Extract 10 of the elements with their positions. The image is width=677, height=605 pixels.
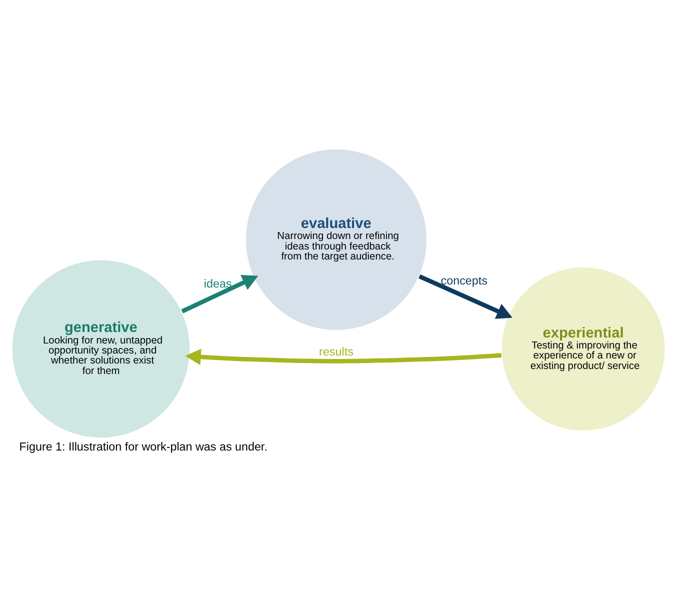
node-circle: evaluative Narrowing down or refining ideas through feedback from the target audience. — [245, 148, 428, 330]
caption: Figure 1: Illustration for work-plan was as under. — [19, 440, 268, 453]
edge-label: results — [319, 344, 354, 358]
edge-label: concepts — [440, 274, 488, 288]
node-circle: generative Looking for new, untapped opportunity spaces, and whether solutions exist for them — [12, 259, 190, 438]
arrow — [185, 348, 502, 365]
arrow — [418, 274, 512, 318]
edge-label: ideas — [204, 277, 232, 290]
node-circle: experiential Testing & improving the experience of a new or existing product/ service — [501, 266, 666, 431]
arrow — [181, 274, 258, 313]
